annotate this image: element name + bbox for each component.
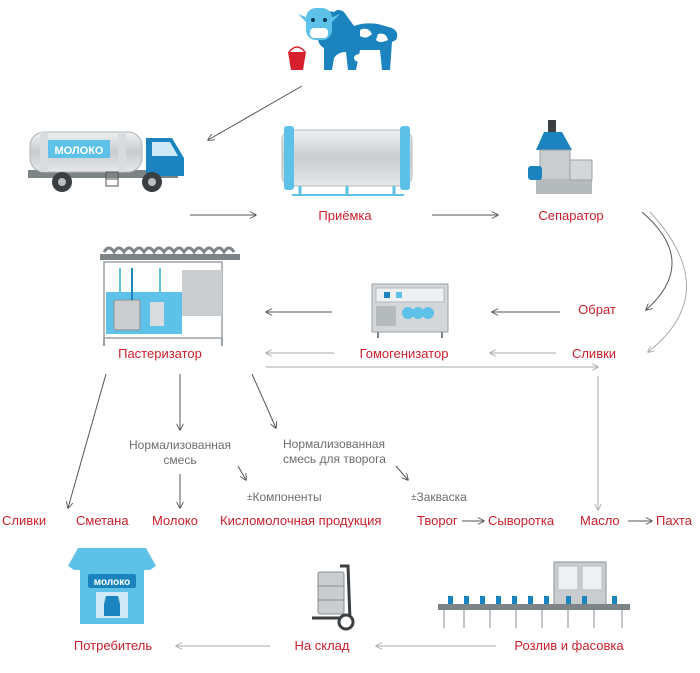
arrow-curd-mix-to-tvorog — [395, 465, 408, 480]
truck-text: МОЛОКО — [55, 145, 104, 157]
arrow-cow-to-truck — [208, 85, 303, 140]
plus-minus-sign: ± — [411, 492, 417, 503]
mix-normalized-curd: Нормализованная смесь для творога — [283, 437, 386, 466]
additive-components: ±Компоненты — [247, 490, 322, 505]
pasteurizer-icon — [100, 246, 240, 346]
components-label: Компоненты — [252, 490, 322, 504]
mix-normalized: Нормализованная смесь — [128, 438, 232, 467]
milk-truck-icon: МОЛОКО — [28, 131, 184, 192]
arrow-mix-to-cultured — [237, 465, 246, 480]
cow-icon — [298, 8, 398, 70]
product-sour-cream: Сметана — [76, 513, 129, 528]
consumer-label: Потребитель — [73, 638, 153, 653]
warehouse-label: На склад — [294, 638, 350, 653]
arrow-pasteurizer-to-cream — [68, 373, 107, 508]
arrow-separator-to-cream — [648, 211, 687, 352]
plus-minus-sign: ± — [247, 492, 253, 503]
bottling-label: Розлив и фасовка — [514, 638, 624, 653]
arrow-separator-to-skim — [641, 211, 673, 310]
product-milk: Молоко — [152, 513, 198, 528]
homogenizer-icon — [371, 283, 449, 338]
starter-label: Закваска — [416, 490, 467, 504]
product-whey: Сыворотка — [488, 513, 555, 528]
bottling-line-icon — [438, 561, 630, 628]
product-buttermilk: Пахта — [656, 513, 692, 528]
kiosk-icon: молоко — [68, 548, 156, 624]
product-cultured: Кисломолочная продукция — [220, 513, 382, 528]
additive-starter: ±Закваска — [411, 490, 467, 505]
stage-homogenizer: Гомогенизатор — [359, 346, 449, 361]
stage-skim: Обрат — [578, 302, 616, 317]
stage-cream: Сливки — [571, 346, 617, 361]
arrow-pasteurizer-to-curd-mix — [251, 373, 276, 428]
product-cream: Сливки — [2, 513, 47, 528]
product-tvorog: Творог — [417, 513, 458, 528]
milk-bucket-icon — [288, 46, 306, 70]
kiosk-text: молоко — [94, 577, 130, 588]
separator-icon — [528, 120, 593, 194]
stage-separator: Сепаратор — [538, 208, 604, 223]
product-butter: Масло — [580, 513, 620, 528]
hand-truck-icon — [312, 564, 355, 631]
stage-reception: Приёмка — [318, 208, 372, 223]
reception-tank-icon — [281, 126, 413, 196]
stage-pasteurizer: Пастеризатор — [118, 346, 202, 361]
